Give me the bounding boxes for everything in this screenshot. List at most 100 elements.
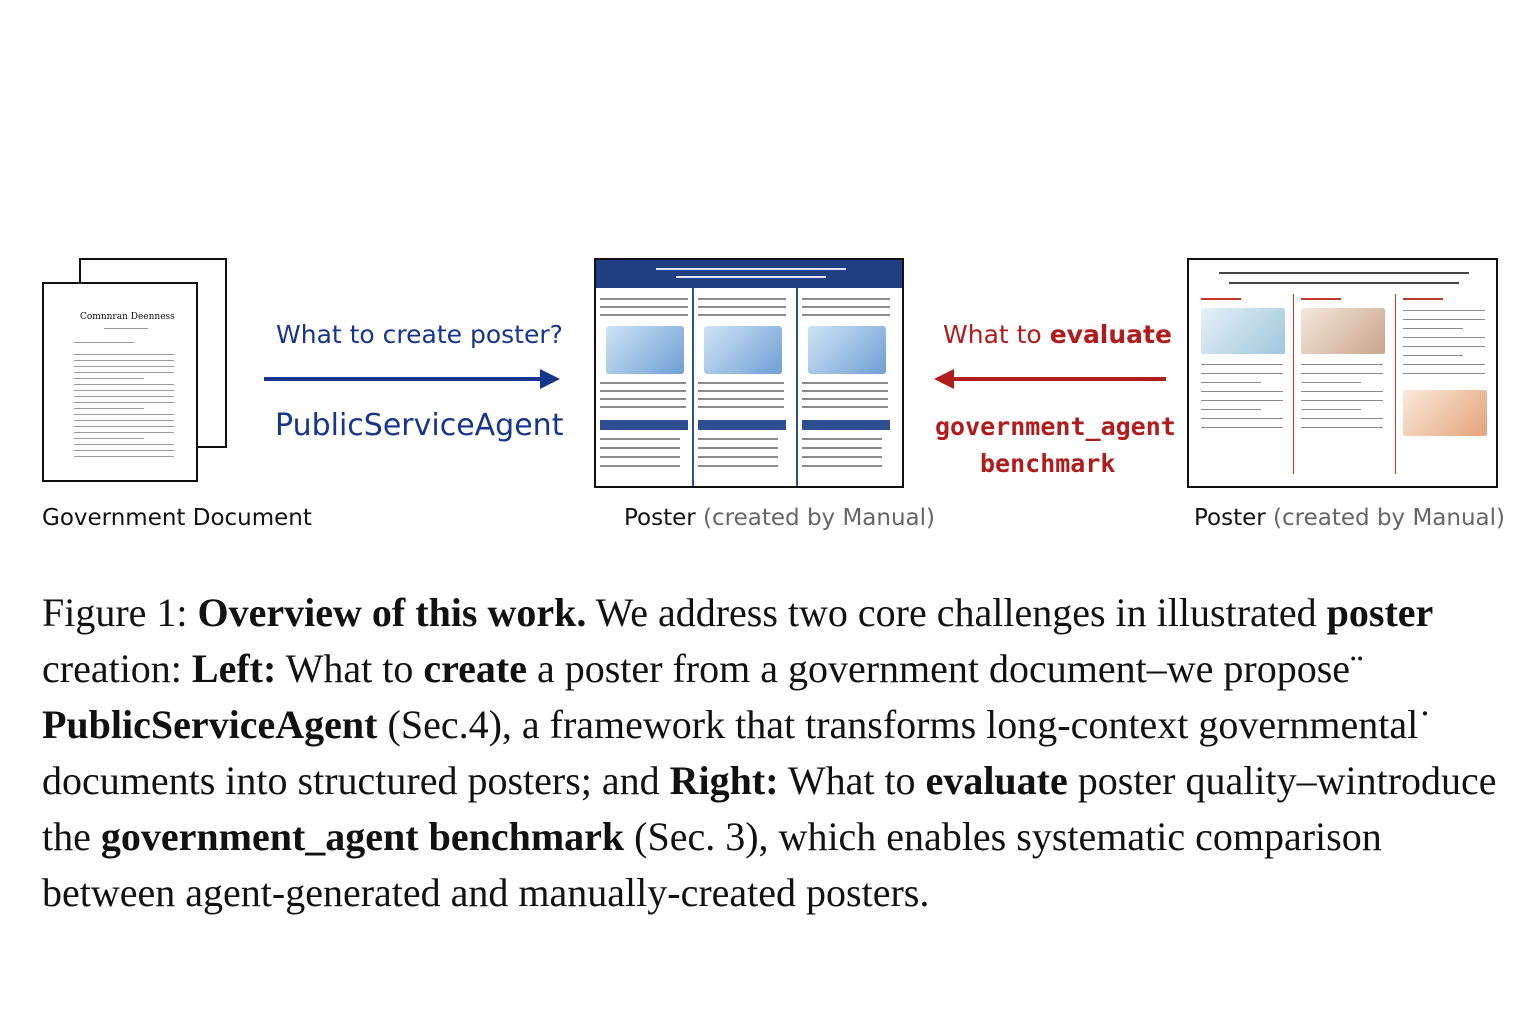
right-poster-label-note: (created by Manual) [1273, 505, 1506, 531]
poster-section-band [802, 420, 890, 430]
create-question-text: What to create poster? [276, 320, 563, 349]
right-poster-label: Poster (created by Manual) [1194, 505, 1505, 531]
poster-text-line [600, 382, 686, 384]
poster-text-line [1301, 400, 1383, 401]
poster-text-line [698, 398, 784, 400]
center-poster-thumbnail [594, 258, 904, 488]
poster-text-line [600, 447, 680, 449]
poster-text-line [698, 406, 784, 408]
poster-text-line [802, 456, 882, 458]
right-poster-column-divider [1395, 294, 1396, 474]
poster-illustration [1403, 390, 1487, 436]
document-text-line [74, 378, 144, 379]
document-text-line [74, 444, 174, 445]
caption-overview: Overview of this work. [197, 590, 587, 635]
evaluate-question-text: What to evaluate [943, 320, 1172, 349]
evaluate-arrow-line [952, 377, 1166, 381]
poster-text-line [1403, 346, 1485, 347]
poster-text-line [1403, 373, 1485, 374]
poster-text-line [802, 306, 890, 308]
public-service-agent-label: PublicServiceAgent [275, 408, 564, 443]
poster-text-line [1403, 310, 1485, 311]
poster-illustration [1201, 308, 1285, 354]
document-text-line [74, 342, 134, 343]
poster-text-line [1201, 427, 1283, 428]
caption-text: a poster from a government document–we p… [526, 646, 1364, 691]
poster-text-line [600, 390, 686, 392]
poster-text-line [802, 298, 890, 300]
poster-text-line [1301, 382, 1361, 383]
poster-text-line [698, 314, 786, 316]
evaluate-question-prefix: What to [943, 320, 1050, 349]
poster-heading-line [1301, 298, 1341, 300]
poster-text-line [1301, 427, 1383, 428]
poster-illustration [808, 326, 886, 374]
poster-text-line [1403, 328, 1463, 329]
caption-benchmark: government_agent benchmark [100, 814, 625, 859]
caption-text: creation: [42, 646, 192, 691]
poster-text-line [600, 465, 680, 467]
right-poster-label-main: Poster [1194, 505, 1266, 531]
document-text-line [74, 420, 174, 421]
poster-illustration [704, 326, 782, 374]
poster-text-line [802, 398, 888, 400]
poster-text-line [802, 382, 888, 384]
poster-illustration [606, 326, 684, 374]
poster-heading-line [1201, 298, 1241, 300]
caption-text: What to [778, 758, 926, 803]
center-poster-column-divider [692, 288, 694, 486]
poster-text-line [698, 456, 778, 458]
poster-text-line [1301, 418, 1383, 419]
document-text-line [74, 402, 174, 403]
poster-text-line [1201, 391, 1283, 392]
poster-text-line [600, 438, 680, 440]
poster-text-line [1403, 319, 1485, 320]
poster-text-line [600, 398, 686, 400]
poster-text-line [698, 298, 786, 300]
poster-text-line [1403, 355, 1463, 356]
figure-caption: Figure 1: Overview of this work. We addr… [42, 585, 1502, 921]
poster-text-line [802, 438, 882, 440]
poster-section-band [698, 420, 786, 430]
center-poster-label-main: Poster [624, 505, 696, 531]
poster-text-line [600, 306, 688, 308]
document-text-line [74, 408, 144, 409]
caption-text: (Sec. 3), which enables systematic compa… [42, 814, 1382, 915]
poster-text-line [600, 456, 680, 458]
center-poster-header [596, 260, 902, 288]
poster-text-line [1403, 364, 1485, 365]
poster-text-line [802, 465, 882, 467]
document-text-line [74, 396, 174, 397]
poster-text-line [1301, 391, 1383, 392]
caption-left: Left: [191, 646, 277, 691]
poster-text-line [600, 314, 688, 316]
poster-text-line [1201, 400, 1283, 401]
poster-text-line [600, 298, 688, 300]
poster-text-line [1201, 409, 1261, 410]
poster-text-line [1201, 418, 1283, 419]
poster-text-line [698, 382, 784, 384]
document-text-line [74, 354, 174, 355]
poster-text-line [802, 406, 888, 408]
evaluate-question-bold: evaluate [1049, 320, 1172, 349]
caption-text: What to [276, 646, 424, 691]
center-poster-column-divider [796, 288, 798, 486]
poster-text-line [1201, 364, 1283, 365]
benchmark-label-line1: government_agent [935, 412, 1176, 441]
create-arrow-head-icon [540, 369, 560, 389]
poster-text-line [698, 306, 786, 308]
poster-section-band [600, 420, 688, 430]
caption-text: poster quality–wintrοduce the [42, 758, 1497, 859]
caption-text: We address two core challenges in illust… [586, 590, 1327, 635]
document-text-line [74, 450, 174, 451]
right-poster-column-divider [1293, 294, 1294, 474]
document-text-line [74, 438, 144, 439]
document-text-line [74, 372, 174, 373]
poster-text-line [1201, 373, 1283, 374]
poster-text-line [802, 447, 882, 449]
poster-heading-line [1403, 298, 1443, 300]
document-text-line [74, 414, 174, 415]
document-title: Comnnran Deenness [80, 312, 175, 322]
caption-right: Right: [669, 758, 779, 803]
center-poster-label: Poster (created by Manual) [624, 505, 935, 531]
